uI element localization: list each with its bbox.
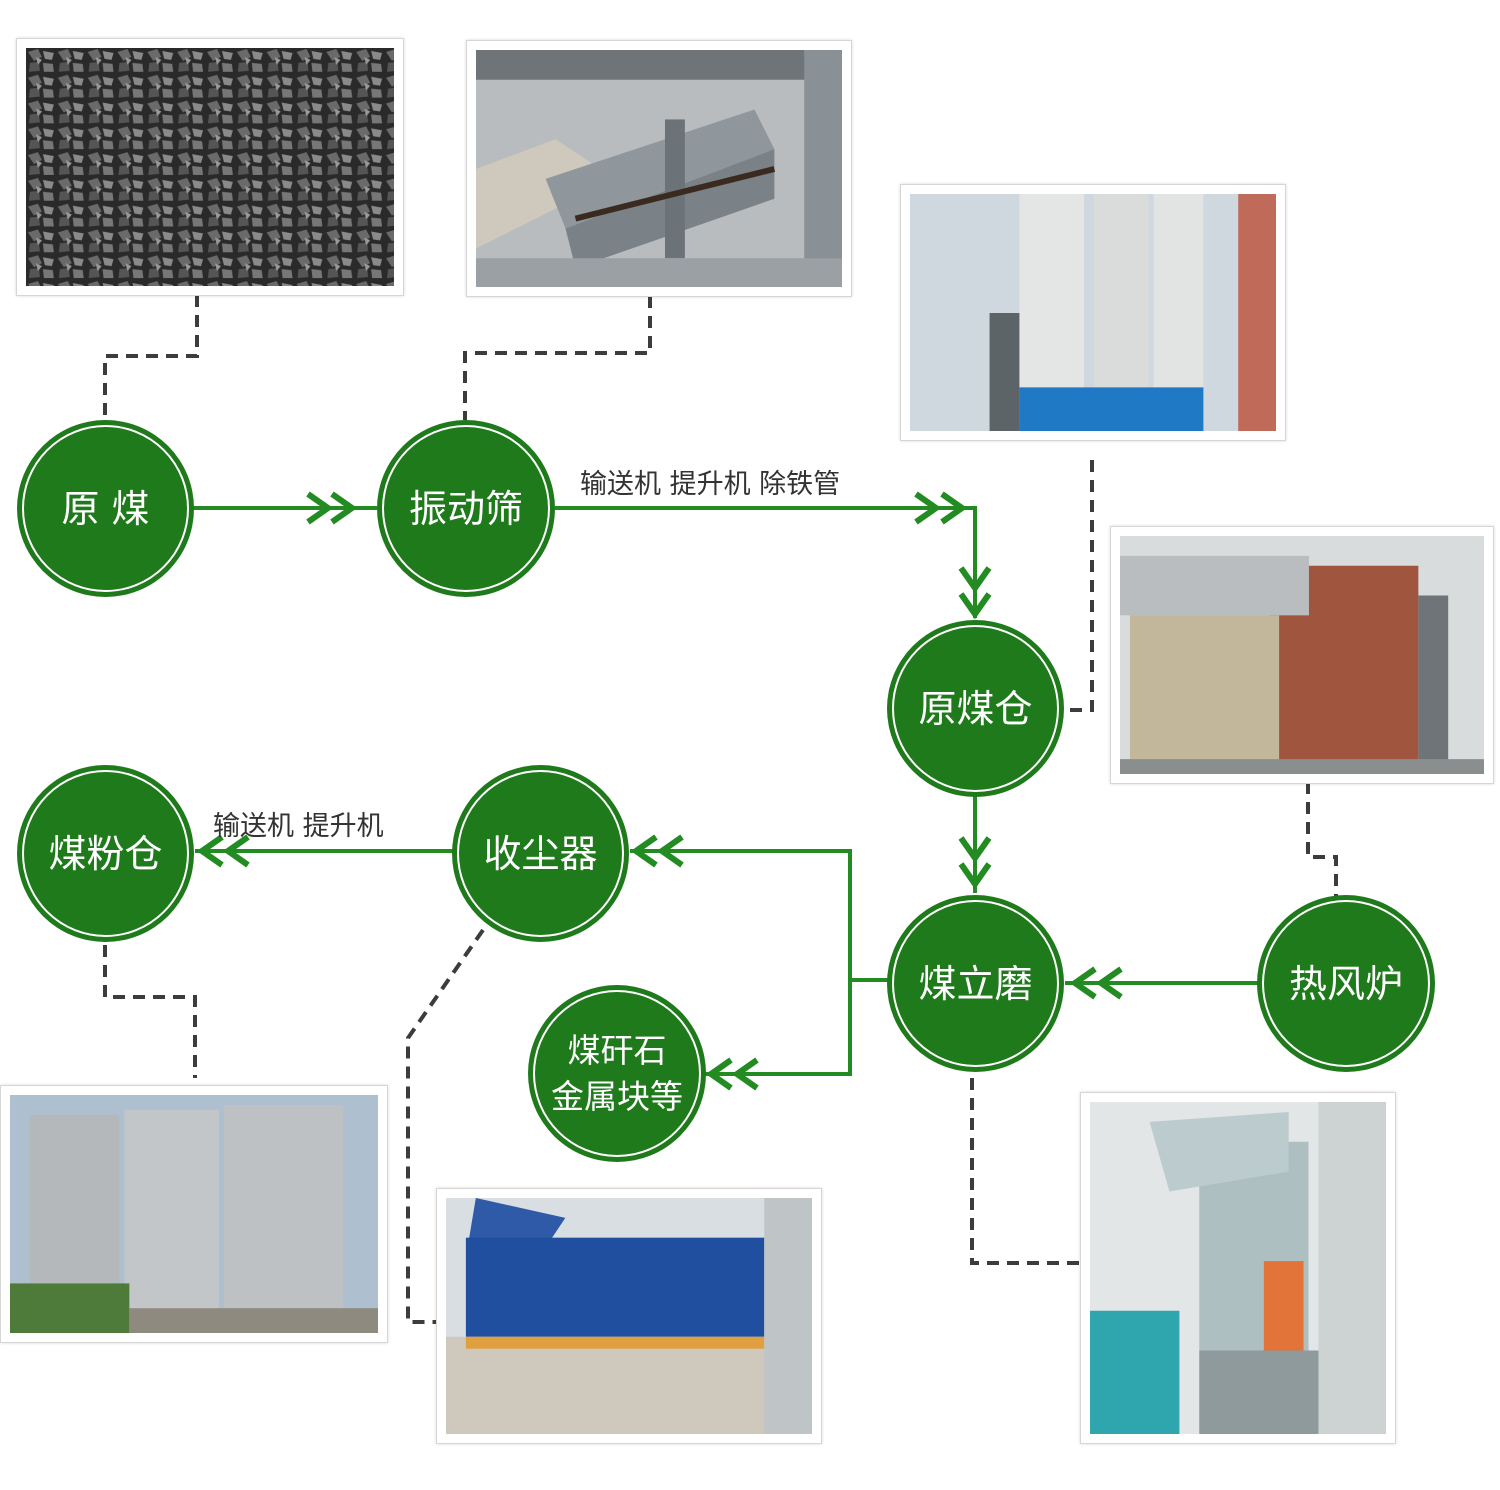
node-dust-collector: 收尘器	[452, 765, 629, 942]
node-ring	[892, 900, 1059, 1067]
dash-raw-coal-photo	[103, 295, 199, 420]
node-ring	[382, 425, 550, 592]
arrow-left-mill-2	[1095, 966, 1123, 1000]
hot-air-furnace-building-image	[1120, 536, 1484, 774]
label-screen-to-bin: 输送机 提升机 除铁管	[580, 469, 841, 500]
arrow-left-gangue-1	[705, 1057, 733, 1091]
node-ring	[457, 770, 624, 937]
arrow-down-1	[958, 566, 992, 594]
arrow-right-4	[940, 491, 968, 525]
arrow-left-powder-1	[196, 834, 224, 868]
arrowheads	[196, 491, 1123, 1091]
flow-screen-to-bin	[555, 506, 977, 618]
photo-raw-coal-bin	[900, 184, 1286, 441]
bag-dust-collector-image	[446, 1198, 812, 1434]
node-ring	[1262, 900, 1430, 1067]
flow-mill-to-gangue	[705, 980, 852, 1076]
node-ring	[892, 625, 1059, 792]
node-hot-air-furnace: 热风炉	[1257, 895, 1435, 1072]
storage-silos-image	[910, 194, 1276, 431]
node-ring	[22, 770, 189, 937]
arrow-down-2	[958, 592, 992, 620]
arrow-right-3	[914, 491, 942, 525]
dash-powder-bin-photo	[103, 945, 197, 1078]
arrow-right-2	[330, 491, 358, 525]
arrow-down-3	[958, 836, 992, 864]
label-collector-to-powder-bin: 输送机 提升机	[213, 811, 384, 842]
node-gangue: 煤矸石 金属块等	[528, 985, 706, 1162]
dashed-connectors	[103, 295, 1338, 1324]
dash-furnace-photo	[1306, 782, 1338, 896]
arrow-left-collector-1	[630, 834, 658, 868]
node-raw-coal-bin: 原煤仓	[887, 620, 1064, 797]
node-label: 煤立磨	[918, 961, 1033, 1006]
photo-dust-collector	[436, 1188, 822, 1444]
node-ring	[533, 990, 701, 1157]
arrow-left-powder-2	[222, 834, 250, 868]
node-label: 煤矸石 金属块等	[551, 1030, 683, 1116]
flow-lines	[193, 506, 1258, 1076]
node-label: 原煤仓	[918, 686, 1033, 731]
arrow-left-collector-2	[656, 834, 684, 868]
coal-lumps-image	[26, 48, 394, 286]
vertical-mill-machine-image	[1090, 1102, 1386, 1434]
node-coal-mill: 煤立磨	[887, 895, 1064, 1072]
dash-screen-photo	[463, 296, 652, 420]
flow-mill-split	[630, 849, 888, 982]
dash-mill-photo	[970, 1078, 1080, 1265]
arrow-left-mill-1	[1069, 966, 1097, 1000]
node-label: 热风炉	[1288, 961, 1403, 1006]
node-raw-coal: 原 煤	[17, 420, 194, 597]
node-label: 原 煤	[61, 486, 150, 531]
node-vibrating-screen: 振动筛	[377, 420, 555, 597]
node-ring	[22, 425, 189, 592]
node-label: 振动筛	[408, 486, 523, 531]
photo-vibrating-screen	[466, 40, 852, 297]
node-label: 收尘器	[483, 831, 598, 876]
node-coal-powder-bin: 煤粉仓	[17, 765, 194, 942]
arrow-right-1	[306, 491, 334, 525]
dash-bin-photo	[1064, 460, 1094, 712]
photo-coal-powder-bin	[0, 1085, 388, 1343]
dash-collector-photo	[406, 928, 485, 1324]
photo-raw-coal	[16, 38, 404, 296]
arrow-down-4	[958, 862, 992, 890]
powder-silos-image	[10, 1095, 378, 1333]
vibrating-screen-image	[476, 50, 842, 287]
arrow-left-gangue-2	[731, 1057, 759, 1091]
node-label: 煤粉仓	[48, 831, 163, 876]
photo-hot-air-furnace	[1110, 526, 1494, 784]
photo-coal-mill	[1080, 1092, 1396, 1444]
